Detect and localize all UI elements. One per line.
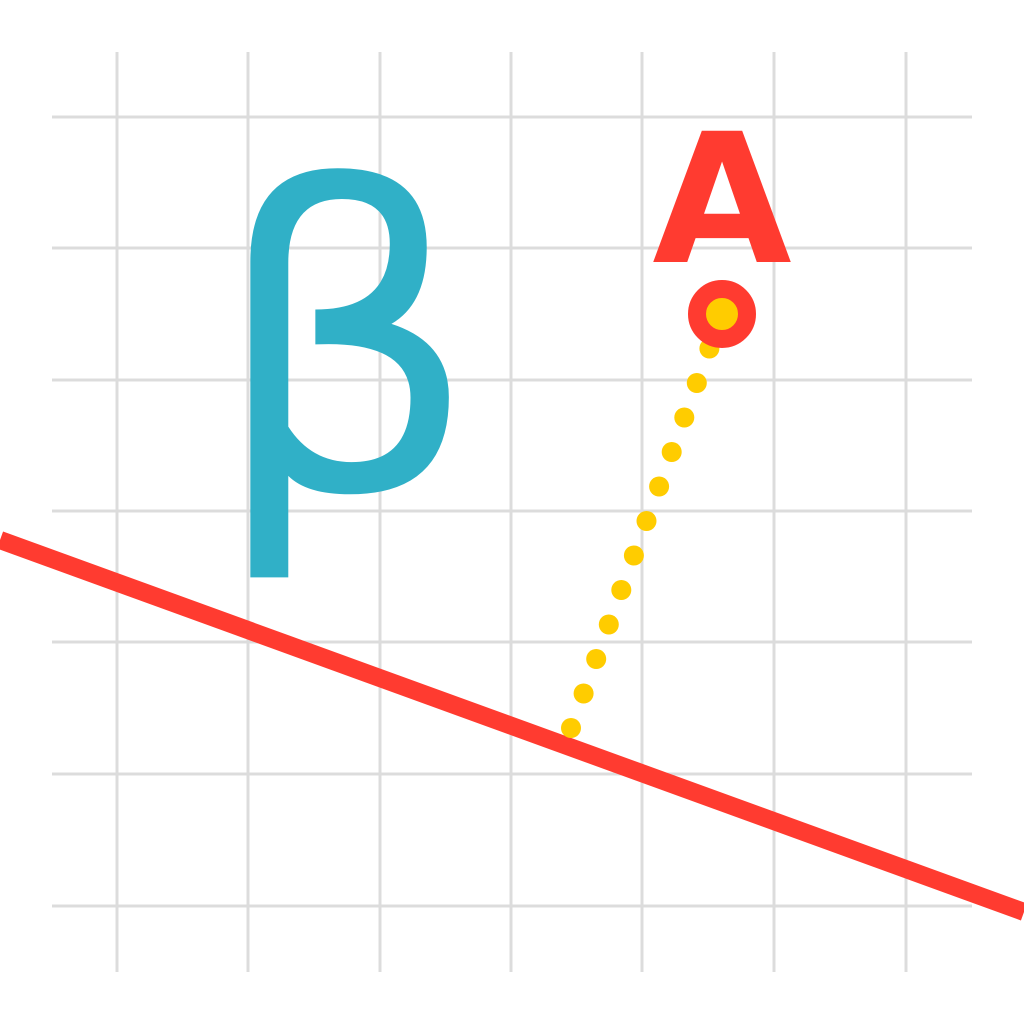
dotted-path-dot bbox=[661, 442, 682, 462]
dotted-path-dot bbox=[686, 373, 707, 393]
point-a-marker bbox=[688, 280, 756, 348]
red-line bbox=[0, 531, 1024, 921]
dotted-path-dot bbox=[674, 407, 695, 428]
dotted-path-dot bbox=[636, 511, 657, 531]
dotted-path-dot bbox=[611, 580, 632, 600]
dotted-path-dot bbox=[561, 718, 581, 738]
dotted-path-dot bbox=[586, 649, 607, 669]
dotted-perpendicular bbox=[561, 338, 720, 738]
point-a-label: A bbox=[652, 96, 791, 305]
dotted-path-dot bbox=[598, 614, 619, 635]
grid bbox=[52, 52, 972, 972]
dotted-path-dot bbox=[573, 683, 594, 704]
dotted-path-dot bbox=[623, 545, 644, 566]
target-dot-icon bbox=[688, 280, 756, 348]
dotted-path-dot bbox=[649, 476, 670, 497]
beta-label: β bbox=[211, 101, 479, 590]
